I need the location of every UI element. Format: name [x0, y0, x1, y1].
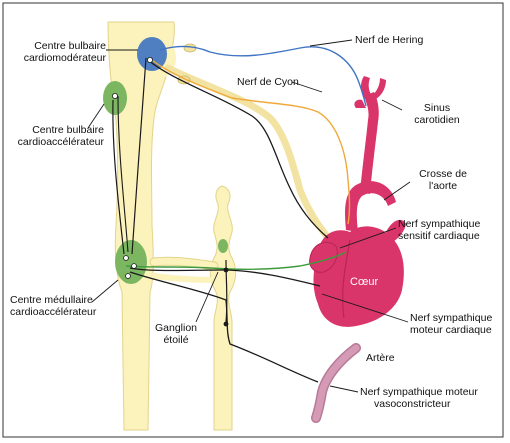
node-dot [224, 322, 229, 327]
label-line: cardioaccélérateur [4, 136, 104, 148]
label-vasoconstricteur: Nerf sympathique moteur vasoconstricteur [360, 386, 478, 410]
label-centre-cardiomoderateur: Centre bulbaire cardiomodérateur [8, 40, 106, 64]
label-line: sensitif cardiaque [398, 230, 480, 242]
label-sympa-sensitif: Nerf sympathique sensitif cardiaque [398, 218, 480, 242]
label-line: moteur cardiaque [410, 324, 492, 336]
label-sinus-carotidien: Sinus carotidien [402, 102, 472, 126]
sympathetic-chain [210, 186, 235, 430]
label-centre-cardioaccelerateur: Centre bulbaire cardioaccélérateur [4, 124, 104, 148]
label-line: Centre bulbaire [8, 40, 106, 52]
label-line: Centre médullaire [10, 294, 96, 306]
heart [310, 76, 406, 327]
stellate-ganglion-node [218, 239, 228, 253]
label-line: Nerf sympathique [398, 218, 480, 230]
label-line: cardioaccélérateur [10, 306, 96, 318]
node-dot [124, 256, 129, 261]
label-line: Crosse de [408, 168, 478, 180]
node-dot [126, 274, 131, 279]
node-dot [224, 268, 229, 273]
label-line: étoilé [146, 334, 206, 346]
node-dot [147, 57, 152, 62]
pointer-hering [310, 40, 352, 46]
label-ganglion-etoile: Ganglion étoilé [146, 322, 206, 346]
label-line: vasoconstricteur [360, 398, 478, 410]
nerve-root-lower [154, 276, 214, 280]
pointer-sinus [382, 100, 402, 110]
pointer-vasoconstricteur [330, 386, 358, 392]
label-nerf-hering: Nerf de Hering [355, 34, 423, 46]
label-artere: Artère [366, 352, 395, 364]
node-dot [112, 93, 117, 98]
aortic-arch [345, 181, 396, 232]
label-nerf-cyon: Nerf de Cyon [237, 76, 299, 88]
label-line: l'aorte [408, 180, 478, 192]
label-centre-medullaire: Centre médullaire cardioaccélérateur [10, 294, 96, 318]
label-line: Ganglion [146, 322, 206, 334]
label-line: Sinus [402, 102, 472, 114]
label-line: Nerf sympathique moteur [360, 386, 478, 398]
cardiomoderator-center [137, 37, 167, 71]
label-line: carotidien [402, 114, 472, 126]
node-dot [132, 264, 137, 269]
label-line: Centre bulbaire [4, 124, 104, 136]
medullary-center [115, 240, 147, 284]
label-sympa-moteur: Nerf sympathique moteur cardiaque [410, 312, 492, 336]
label-line: Nerf sympathique [410, 312, 492, 324]
label-crosse-aorte: Crosse de l'aorte [408, 168, 478, 192]
label-coeur: Cœur [350, 276, 378, 288]
label-line: cardiomodérateur [8, 52, 106, 64]
